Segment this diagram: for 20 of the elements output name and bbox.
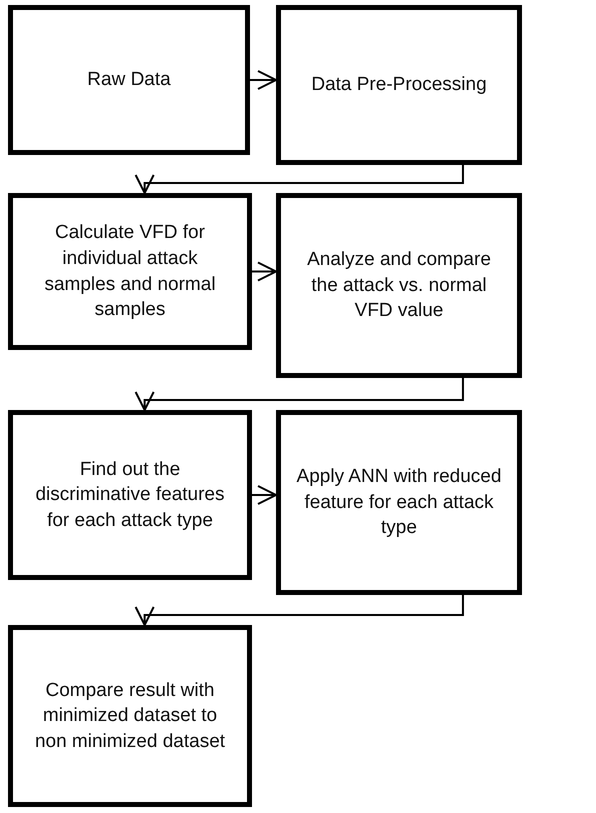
arrow xyxy=(252,485,277,505)
arrow xyxy=(252,262,277,282)
arrow xyxy=(134,595,464,626)
box-label: Apply ANN with reduced feature for each attack type xyxy=(296,465,502,540)
box-label: Find out the discriminative features for each attack type xyxy=(34,458,226,533)
process-box xyxy=(8,5,250,155)
process-box xyxy=(8,410,252,580)
process-box xyxy=(276,5,522,165)
box-label: Data Pre-Processing xyxy=(311,73,487,98)
process-box xyxy=(276,410,522,595)
arrow xyxy=(250,70,277,90)
box-label: Calculate VFD for individual attack samples and normal samples xyxy=(43,221,217,322)
arrow xyxy=(134,378,464,411)
box-label: Raw Data xyxy=(87,68,171,92)
box-label: Analyze and compare the attack vs. normal VFD value xyxy=(306,248,492,324)
process-box xyxy=(8,625,252,807)
process-box xyxy=(8,193,252,350)
arrow xyxy=(134,165,464,194)
box-label: Compare result with minimized dataset to non minimized dataset xyxy=(34,678,226,754)
process-box xyxy=(276,193,522,378)
